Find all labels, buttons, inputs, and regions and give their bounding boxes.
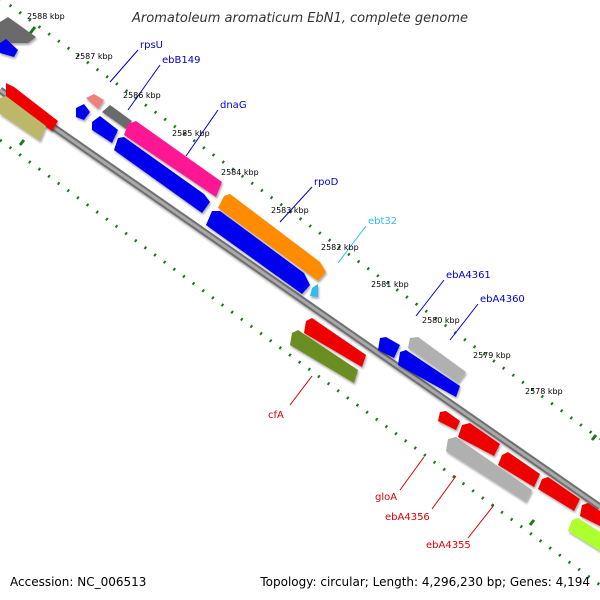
map-title: Aromatoleum aromaticum EbN1, complete ge… xyxy=(131,11,468,26)
gene-blue-long-1[interactable] xyxy=(114,137,210,213)
gene-ebB149[interactable] xyxy=(102,105,132,129)
gene-khaki-left[interactable] xyxy=(0,96,46,141)
gene-cfA[interactable] xyxy=(290,330,358,383)
gene-label-ebA4361[interactable]: ebA4361 xyxy=(446,270,491,281)
tick-label-2582: 2582 kbp xyxy=(321,243,359,252)
genome-backbone xyxy=(0,87,600,510)
gene-label-ebA4355[interactable]: ebA4355 xyxy=(426,540,471,551)
gene-ebA4360[interactable] xyxy=(408,337,466,383)
inner-tick-dotted-line xyxy=(0,138,600,587)
inner-tick-mark-a xyxy=(18,139,26,146)
accession-text: Accession: NC_006513 xyxy=(10,575,146,589)
gene-label-rpoD[interactable]: rpoD xyxy=(314,177,339,188)
tick-label-2580: 2580 kbp xyxy=(422,316,460,325)
outer-tick-dotted-line xyxy=(0,0,600,441)
gene-dnaG[interactable] xyxy=(124,121,222,197)
gene-label-gloA[interactable]: gloA xyxy=(375,492,397,503)
gene-ebA4356[interactable] xyxy=(446,437,532,502)
gene-red-cfA[interactable] xyxy=(304,318,366,367)
genome-summary-text: Topology: circular; Length: 4,296,230 bp… xyxy=(259,575,590,589)
gene-labels: rpsU ebB149 dnaG rpoD ebt32 ebA4361 ebA4… xyxy=(140,40,525,551)
gene-lime-edge[interactable] xyxy=(568,518,600,551)
gene-gloA[interactable] xyxy=(438,411,460,430)
tick-label-2588: 2588 kbp xyxy=(27,12,65,21)
tick-label-2584: 2584 kbp xyxy=(221,168,259,177)
gene-blue-b[interactable] xyxy=(92,116,118,143)
tick-label-2583: 2583 kbp xyxy=(271,206,309,215)
gene-red-e4[interactable] xyxy=(580,503,600,526)
gene-label-ebA4360[interactable]: ebA4360 xyxy=(480,294,525,305)
gene-red-left[interactable] xyxy=(6,83,58,131)
gene-blue-long-2[interactable] xyxy=(206,211,310,294)
gene-red-e1[interactable] xyxy=(458,423,500,456)
gene-features xyxy=(0,17,600,551)
label-leader-lines xyxy=(109,49,495,539)
gene-rpoD[interactable] xyxy=(218,194,326,281)
outer-tick-mark-end xyxy=(590,434,598,441)
gene-blue-long-3[interactable] xyxy=(398,350,460,397)
tick-label-2586: 2586 kbp xyxy=(123,91,161,100)
tick-label-2579: 2579 kbp xyxy=(473,351,511,360)
gene-red-e2[interactable] xyxy=(498,452,540,487)
tick-labels: 2588 kbp 2587 kbp 2586 kbp 2585 kbp 2584… xyxy=(27,12,563,396)
tick-label-2587: 2587 kbp xyxy=(75,52,113,61)
tick-label-2578: 2578 kbp xyxy=(525,387,563,396)
gene-red-e3[interactable] xyxy=(538,477,580,511)
gene-label-ebB149[interactable]: ebB149 xyxy=(162,55,200,66)
gene-darkgray-edge[interactable] xyxy=(0,17,36,43)
inner-tick-mark-b xyxy=(528,519,536,526)
gene-rpsU[interactable] xyxy=(86,94,104,109)
gene-blue-small[interactable] xyxy=(76,104,90,120)
gene-ebt32[interactable] xyxy=(310,284,318,297)
gene-label-cfA[interactable]: cfA xyxy=(268,410,284,421)
tick-label-2585: 2585 kbp xyxy=(172,129,210,138)
tick-label-2581: 2581 kbp xyxy=(371,280,409,289)
gene-label-rpsU[interactable]: rpsU xyxy=(140,40,163,51)
gene-label-dnaG[interactable]: dnaG xyxy=(220,100,247,111)
gene-label-ebt32[interactable]: ebt32 xyxy=(368,216,397,227)
gene-label-ebA4356[interactable]: ebA4356 xyxy=(385,512,430,523)
gene-blue-c[interactable] xyxy=(378,337,400,358)
gene-blue-edge[interactable] xyxy=(0,39,18,57)
